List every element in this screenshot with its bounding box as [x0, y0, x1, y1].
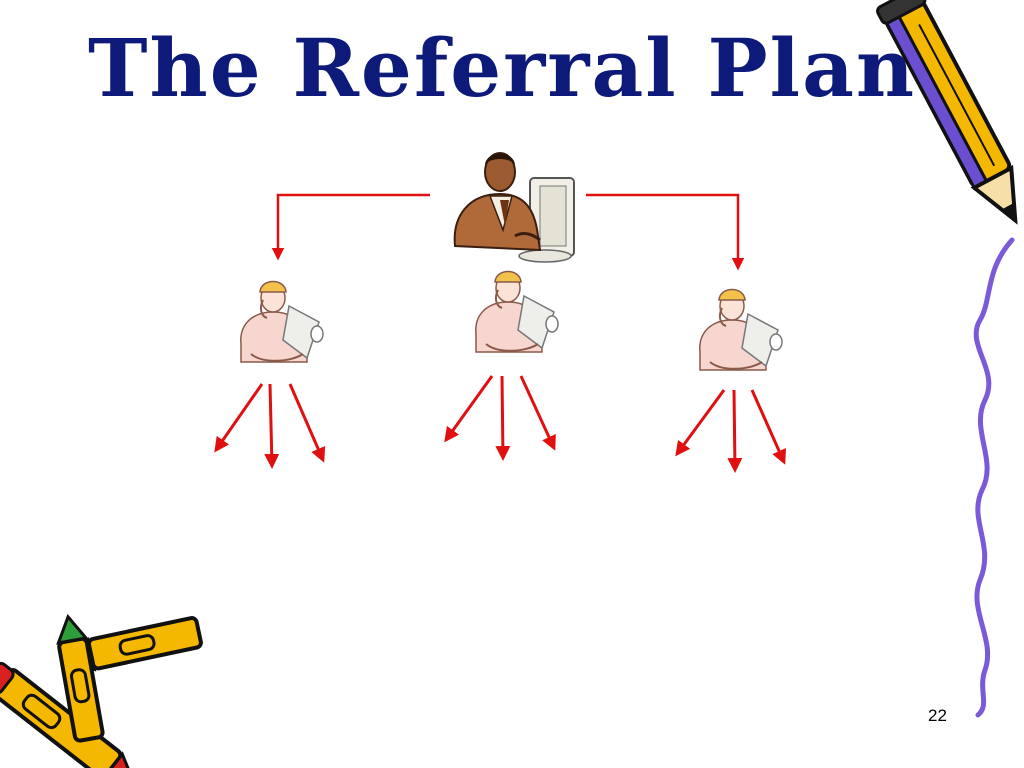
fanout-arrows-2	[444, 375, 556, 461]
pencil-icon	[876, 0, 1018, 225]
fanout-arrows-1	[214, 383, 326, 469]
man-at-computer-icon	[453, 152, 575, 263]
squiggle-border	[973, 237, 1015, 718]
worker-with-blueprints-icon	[699, 288, 783, 371]
connector-left	[271, 193, 430, 261]
worker-with-blueprints-icon	[240, 280, 324, 363]
connector-right	[586, 193, 745, 271]
page-number: 22	[928, 706, 947, 725]
crayons-icon	[0, 613, 203, 768]
slide-title: The Referral Plan	[88, 21, 917, 115]
worker-with-blueprints-icon	[475, 270, 559, 353]
fanout-arrows-3	[675, 389, 786, 473]
